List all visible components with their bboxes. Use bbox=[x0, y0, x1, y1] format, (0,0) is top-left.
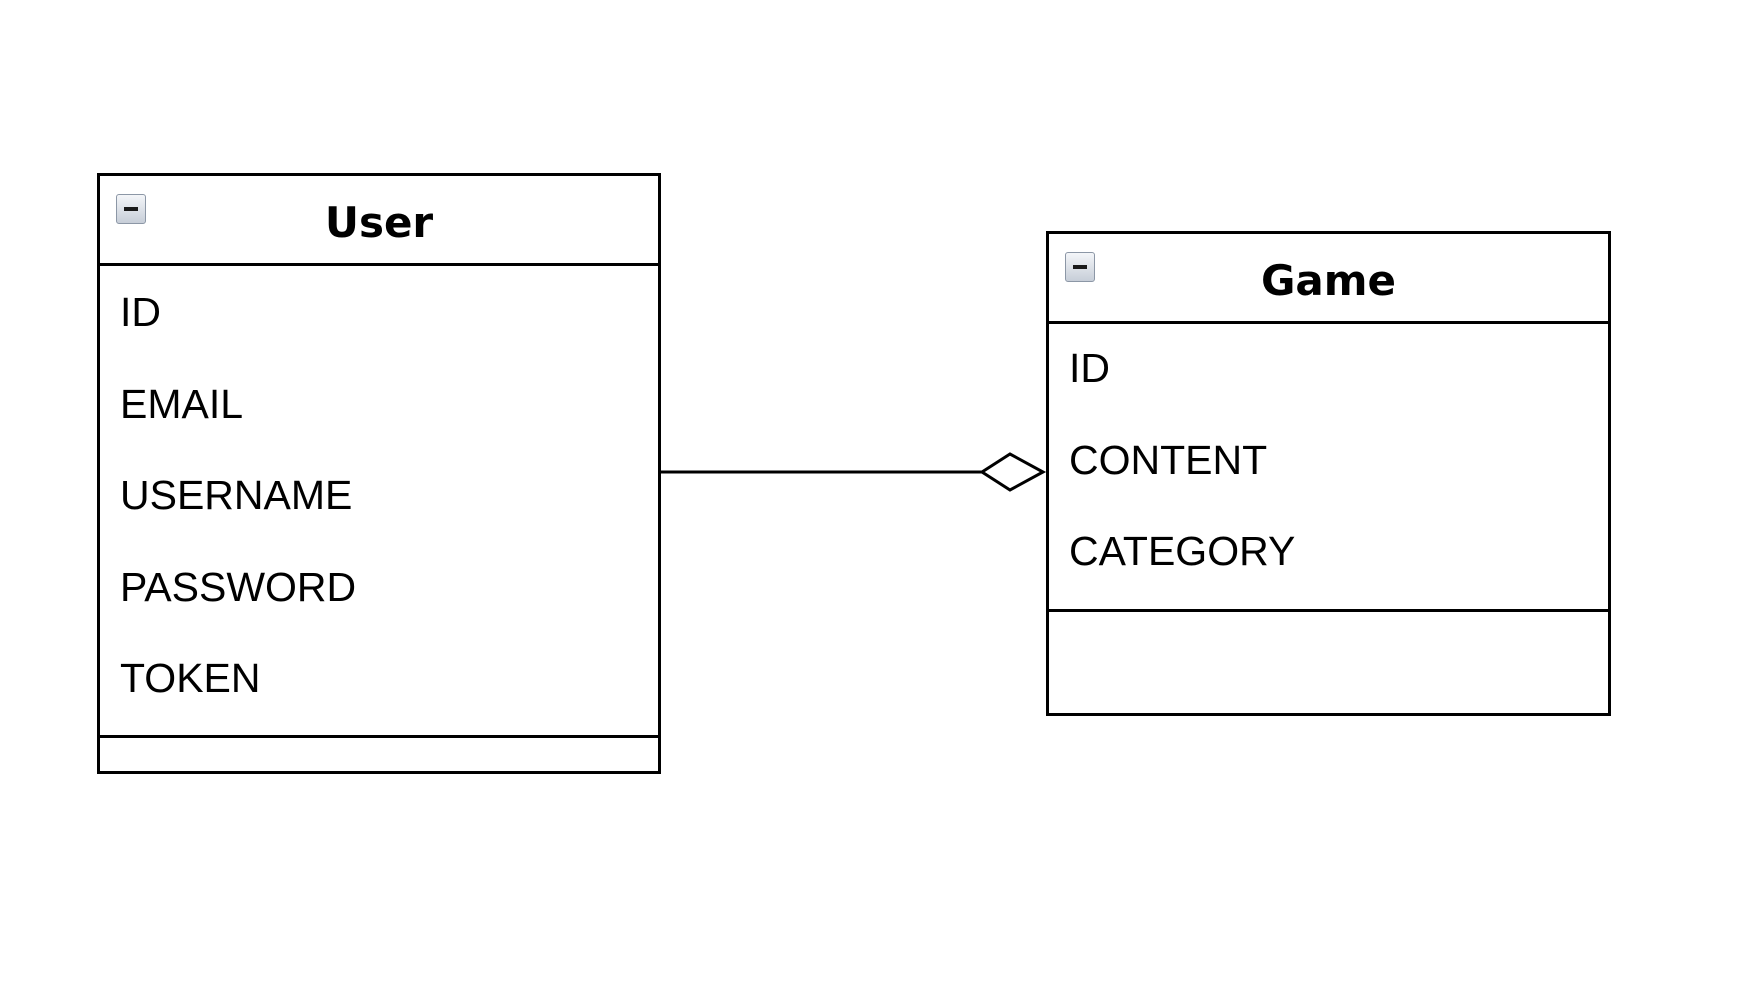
class-name: User bbox=[324, 198, 434, 247]
attribute-username: USERNAME bbox=[120, 472, 353, 518]
aggregation-diamond-icon bbox=[979, 452, 1047, 492]
attribute-content: CONTENT bbox=[1069, 436, 1268, 483]
attribute-password: PASSWORD bbox=[120, 563, 357, 610]
collapse-minus-icon[interactable] bbox=[1065, 252, 1095, 282]
class-header: Game bbox=[1049, 234, 1608, 324]
class-name: Game bbox=[1260, 256, 1397, 305]
attributes-compartment: ID CONTENT CATEGORY bbox=[1049, 324, 1608, 612]
attribute-category: CATEGORY bbox=[1069, 528, 1296, 574]
class-box-game[interactable]: Game ID CONTENT CATEGORY bbox=[1046, 231, 1611, 716]
attribute-id: ID bbox=[120, 289, 161, 335]
attribute-email: EMAIL bbox=[120, 380, 244, 427]
attribute-id: ID bbox=[1069, 345, 1110, 391]
class-box-user[interactable]: User ID EMAIL USERNAME PASSWORD TOKEN bbox=[97, 173, 661, 774]
attribute-token: TOKEN bbox=[120, 655, 261, 701]
collapse-minus-icon[interactable] bbox=[116, 194, 146, 224]
class-header: User bbox=[100, 176, 658, 266]
attributes-compartment: ID EMAIL USERNAME PASSWORD TOKEN bbox=[100, 266, 658, 738]
